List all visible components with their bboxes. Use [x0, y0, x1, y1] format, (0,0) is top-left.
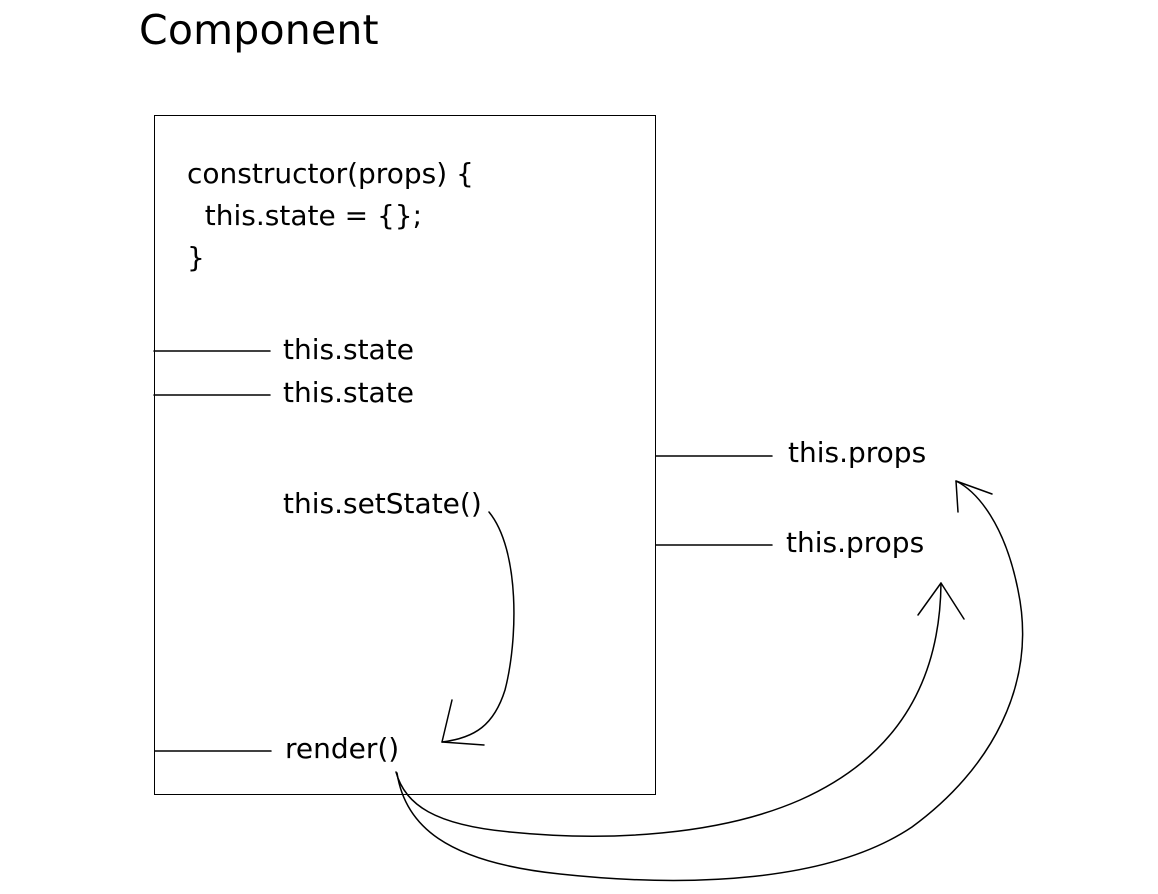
props-label-2: this.props — [786, 526, 925, 559]
props-1-arrowhead — [955, 480, 993, 513]
state-label-1: this.state — [283, 333, 414, 366]
set-state-label: this.setState() — [283, 487, 482, 520]
constructor-code-line-1: constructor(props) { — [187, 157, 474, 190]
diagram-title: Component — [139, 6, 379, 54]
constructor-code-line-3: } — [187, 241, 205, 274]
constructor-code-line-2: this.state = {}; — [187, 199, 423, 232]
render-label: render() — [285, 732, 400, 765]
state-label-2: this.state — [283, 376, 414, 409]
props-2-arrowhead — [917, 582, 965, 620]
props-label-1: this.props — [788, 436, 927, 469]
